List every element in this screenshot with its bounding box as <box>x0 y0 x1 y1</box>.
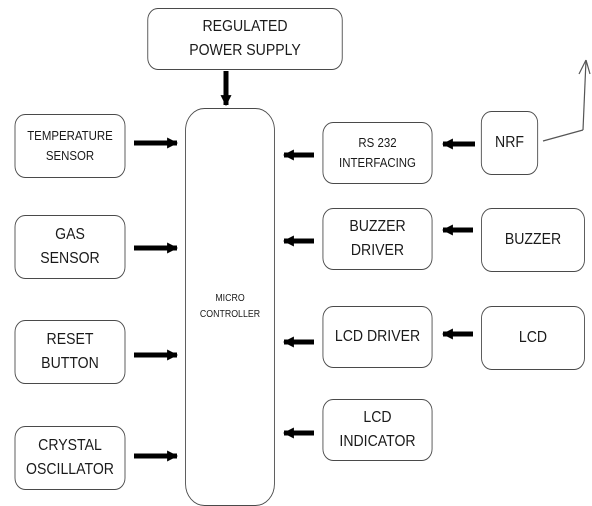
lcd-driver-block: LCD DRIVER <box>322 306 433 368</box>
buzzer-block: BUZZER <box>481 208 585 272</box>
crystal-oscillator-block: CRYSTAL OSCILLATOR <box>14 426 126 490</box>
micro-controller-line-1: MICRO <box>215 293 245 304</box>
nrf-block: NRF <box>480 111 539 175</box>
lcd-block: LCD <box>481 306 585 370</box>
antenna-icon <box>542 59 591 142</box>
buzzer-driver-line-2: DRIVER <box>350 242 405 259</box>
gas-sensor-line-2: SENSOR <box>40 250 100 267</box>
gas-sensor-block: GAS SENSOR <box>14 215 126 279</box>
gas-sensor-line-1: GAS <box>55 226 85 243</box>
buzzer-driver-block: BUZZER DRIVER <box>322 208 433 270</box>
rs232-block: RS 232 INTERFACING <box>322 122 433 184</box>
power-supply-block: REGULATED POWER SUPPLY <box>147 8 343 70</box>
buzzer-driver-line-1: BUZZER <box>349 218 406 235</box>
rs232-line-1: RS 232 <box>358 135 397 150</box>
nrf-line-1: NRF <box>495 134 524 151</box>
reset-button-line-1: RESET <box>46 331 94 348</box>
temperature-sensor-line-1: TEMPERATURE <box>27 128 113 143</box>
crystal-oscillator-line-2: OSCILLATOR <box>26 461 114 478</box>
lcd-indicator-block: LCD INDICATOR <box>322 399 433 461</box>
micro-controller-block: MICRO CONTROLLER <box>185 108 275 506</box>
crystal-oscillator-line-1: CRYSTAL <box>38 437 102 454</box>
lcd-line-1: LCD <box>518 329 548 346</box>
temperature-sensor-line-2: SENSOR <box>45 148 95 163</box>
reset-button-block: RESET BUTTON <box>14 320 126 384</box>
temperature-sensor-block: TEMPERATURE SENSOR <box>14 114 126 178</box>
power-supply-line-1: REGULATED <box>202 18 288 35</box>
lcd-indicator-line-1: LCD <box>363 409 392 426</box>
lcd-driver-line-1: LCD DRIVER <box>334 328 421 345</box>
micro-controller-line-2: CONTROLLER <box>199 309 261 320</box>
reset-button-line-2: BUTTON <box>41 355 99 372</box>
power-supply-line-2: POWER SUPPLY <box>189 42 301 59</box>
buzzer-line-1: BUZZER <box>504 231 562 248</box>
rs232-line-2: INTERFACING <box>339 155 416 170</box>
lcd-indicator-line-2: INDICATOR <box>339 433 416 450</box>
